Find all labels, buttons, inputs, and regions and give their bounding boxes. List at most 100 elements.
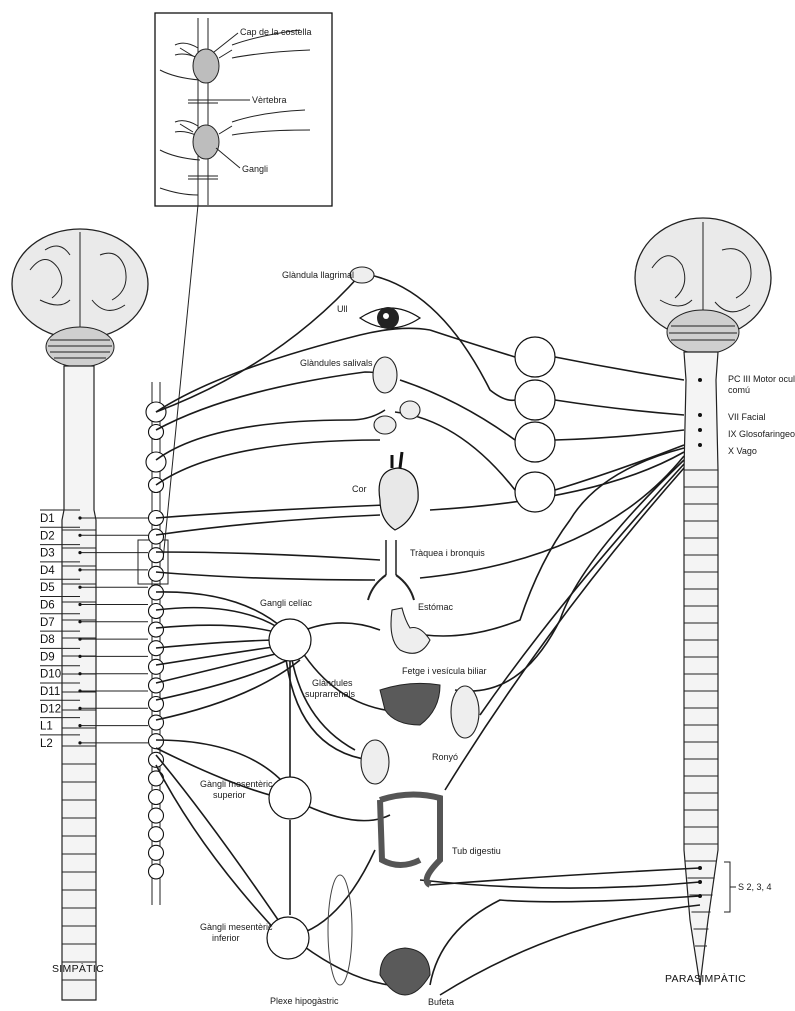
ciliary-ganglion (515, 337, 555, 377)
kidney-label: Ronyó (432, 752, 458, 762)
segment-root-dot (78, 707, 81, 710)
trachea-label: Tràquea i bronquis (410, 548, 485, 558)
segment-root-dot (78, 724, 81, 727)
segment-root-dot (78, 534, 81, 537)
segment-label-d12: D12 (40, 703, 61, 715)
chain-ganglion (149, 734, 164, 749)
kidney (451, 686, 479, 738)
sacral-label: S 2, 3, 4 (738, 882, 772, 892)
segment-label-d8: D8 (40, 634, 55, 646)
stomach-label: Estómac (418, 602, 454, 612)
segment-label-d2: D2 (40, 530, 55, 542)
sup-mes-label-2: superior (213, 790, 246, 800)
segment-root-dot (78, 620, 81, 623)
cn-iii-label-1: PC III Motor ocular (728, 374, 795, 384)
segment-label-l1: L1 (40, 721, 53, 733)
sympathetic-brain (12, 229, 148, 367)
segment-label-d5: D5 (40, 582, 55, 594)
ganglia (267, 337, 555, 985)
chain-ganglion (149, 659, 164, 674)
vertebra-label: Vèrtebra (252, 95, 287, 105)
parasympathetic-root-dot (698, 894, 702, 898)
segment-root-dot (78, 655, 81, 658)
segment-root-dot (78, 689, 81, 692)
parasympathetic-brain (635, 218, 771, 354)
salivary-label: Glàndules salivals (300, 358, 373, 368)
liver-label: Fetge i vesícula biliar (402, 666, 487, 676)
trachea (368, 540, 414, 600)
heart-label: Cor (352, 484, 367, 494)
inf-mes-label-2: inferior (212, 933, 240, 943)
segment-label-d9: D9 (40, 651, 55, 663)
parasympathetic-root-dot (698, 880, 702, 884)
lacrimal-label: Glàndula llagrimal (282, 270, 354, 280)
eye-label: Ull (337, 304, 348, 314)
sympathetic-title: SIMPÀTIC (52, 962, 104, 975)
segment-root-dot (78, 638, 81, 641)
segment-root-dot (78, 568, 81, 571)
heart (379, 452, 418, 530)
chain-ganglion (149, 827, 164, 842)
cn-iii-label-2: comú (728, 385, 750, 395)
parasympathetic-root-dot (698, 443, 702, 447)
superior-mesenteric-ganglion (269, 777, 311, 819)
adrenal-label-1: Glàndules (312, 678, 353, 688)
segment-label-d11: D11 (40, 686, 60, 698)
inf-mes-label-1: Gàngli mesentèric (200, 922, 273, 932)
bladder-label: Bufeta (428, 997, 454, 1007)
parasympathetic-root-dot (698, 413, 702, 417)
parasympathetic-root-dot (698, 866, 702, 870)
inferior-mesenteric-ganglion (267, 917, 309, 959)
submandibular-ganglion (515, 422, 555, 462)
chain-ganglion (149, 678, 164, 693)
liver (380, 683, 440, 725)
parasympathetic-title: PARASIMPÀTIC (665, 972, 746, 985)
celiac-label: Gangli celíac (260, 598, 313, 608)
adrenal-label-2: suprarrenals (305, 689, 356, 699)
digestive-tract (380, 794, 440, 885)
sympathetic-ganglion-chain (138, 382, 168, 905)
chain-ganglion (149, 622, 164, 637)
sup-mes-label-1: Gàngli mesentèric (200, 779, 273, 789)
cn-vii-label: VII Facial (728, 412, 766, 422)
segment-root-dot (78, 672, 81, 675)
rib-head-label: Cap de la costella (240, 27, 312, 37)
hypogastric-label: Plexe hipogàstric (270, 996, 339, 1006)
stomach (391, 608, 430, 653)
segment-label-d6: D6 (40, 600, 55, 612)
segment-label-d10: D10 (40, 669, 61, 681)
chain-ganglion (149, 548, 164, 563)
parasympathetic-root-dot (698, 428, 702, 432)
salivary-gland-parotid (373, 357, 397, 393)
parasympathetic-spinal-cord (684, 352, 718, 985)
segment-root-dot (78, 603, 81, 606)
chain-ganglion (149, 845, 164, 860)
chain-ganglion (149, 808, 164, 823)
chain-ganglion (149, 566, 164, 581)
segment-label-d3: D3 (40, 548, 55, 560)
parasympathetic-root-dot (698, 378, 702, 382)
segment-root-dot (78, 516, 81, 519)
segment-label-d1: D1 (40, 513, 55, 525)
segment-root-dot (78, 741, 81, 744)
segment-root-dot (78, 586, 81, 589)
salivary-gland-submandibular (374, 416, 396, 434)
cn-ix-label: IX Glosofaringeo (728, 429, 795, 439)
bladder (380, 948, 430, 995)
spine-inset: Cap de la costella Vèrtebra Gangli (155, 13, 332, 206)
pterygopalatine-ganglion (515, 380, 555, 420)
segment-label-d7: D7 (40, 617, 55, 629)
otic-ganglion (515, 472, 555, 512)
eye (360, 307, 420, 329)
segment-label-l2: L2 (40, 738, 53, 750)
adrenal-kidney (361, 740, 389, 784)
chain-ganglion (149, 864, 164, 879)
segment-label-d4: D4 (40, 565, 55, 577)
ganglion-label: Gangli (242, 164, 268, 174)
salivary-gland-sublingual (400, 401, 420, 419)
segment-root-dot (78, 551, 81, 554)
cn-x-label: X Vago (728, 446, 757, 456)
chain-ganglion (149, 771, 164, 786)
chain-ganglion (149, 790, 164, 805)
